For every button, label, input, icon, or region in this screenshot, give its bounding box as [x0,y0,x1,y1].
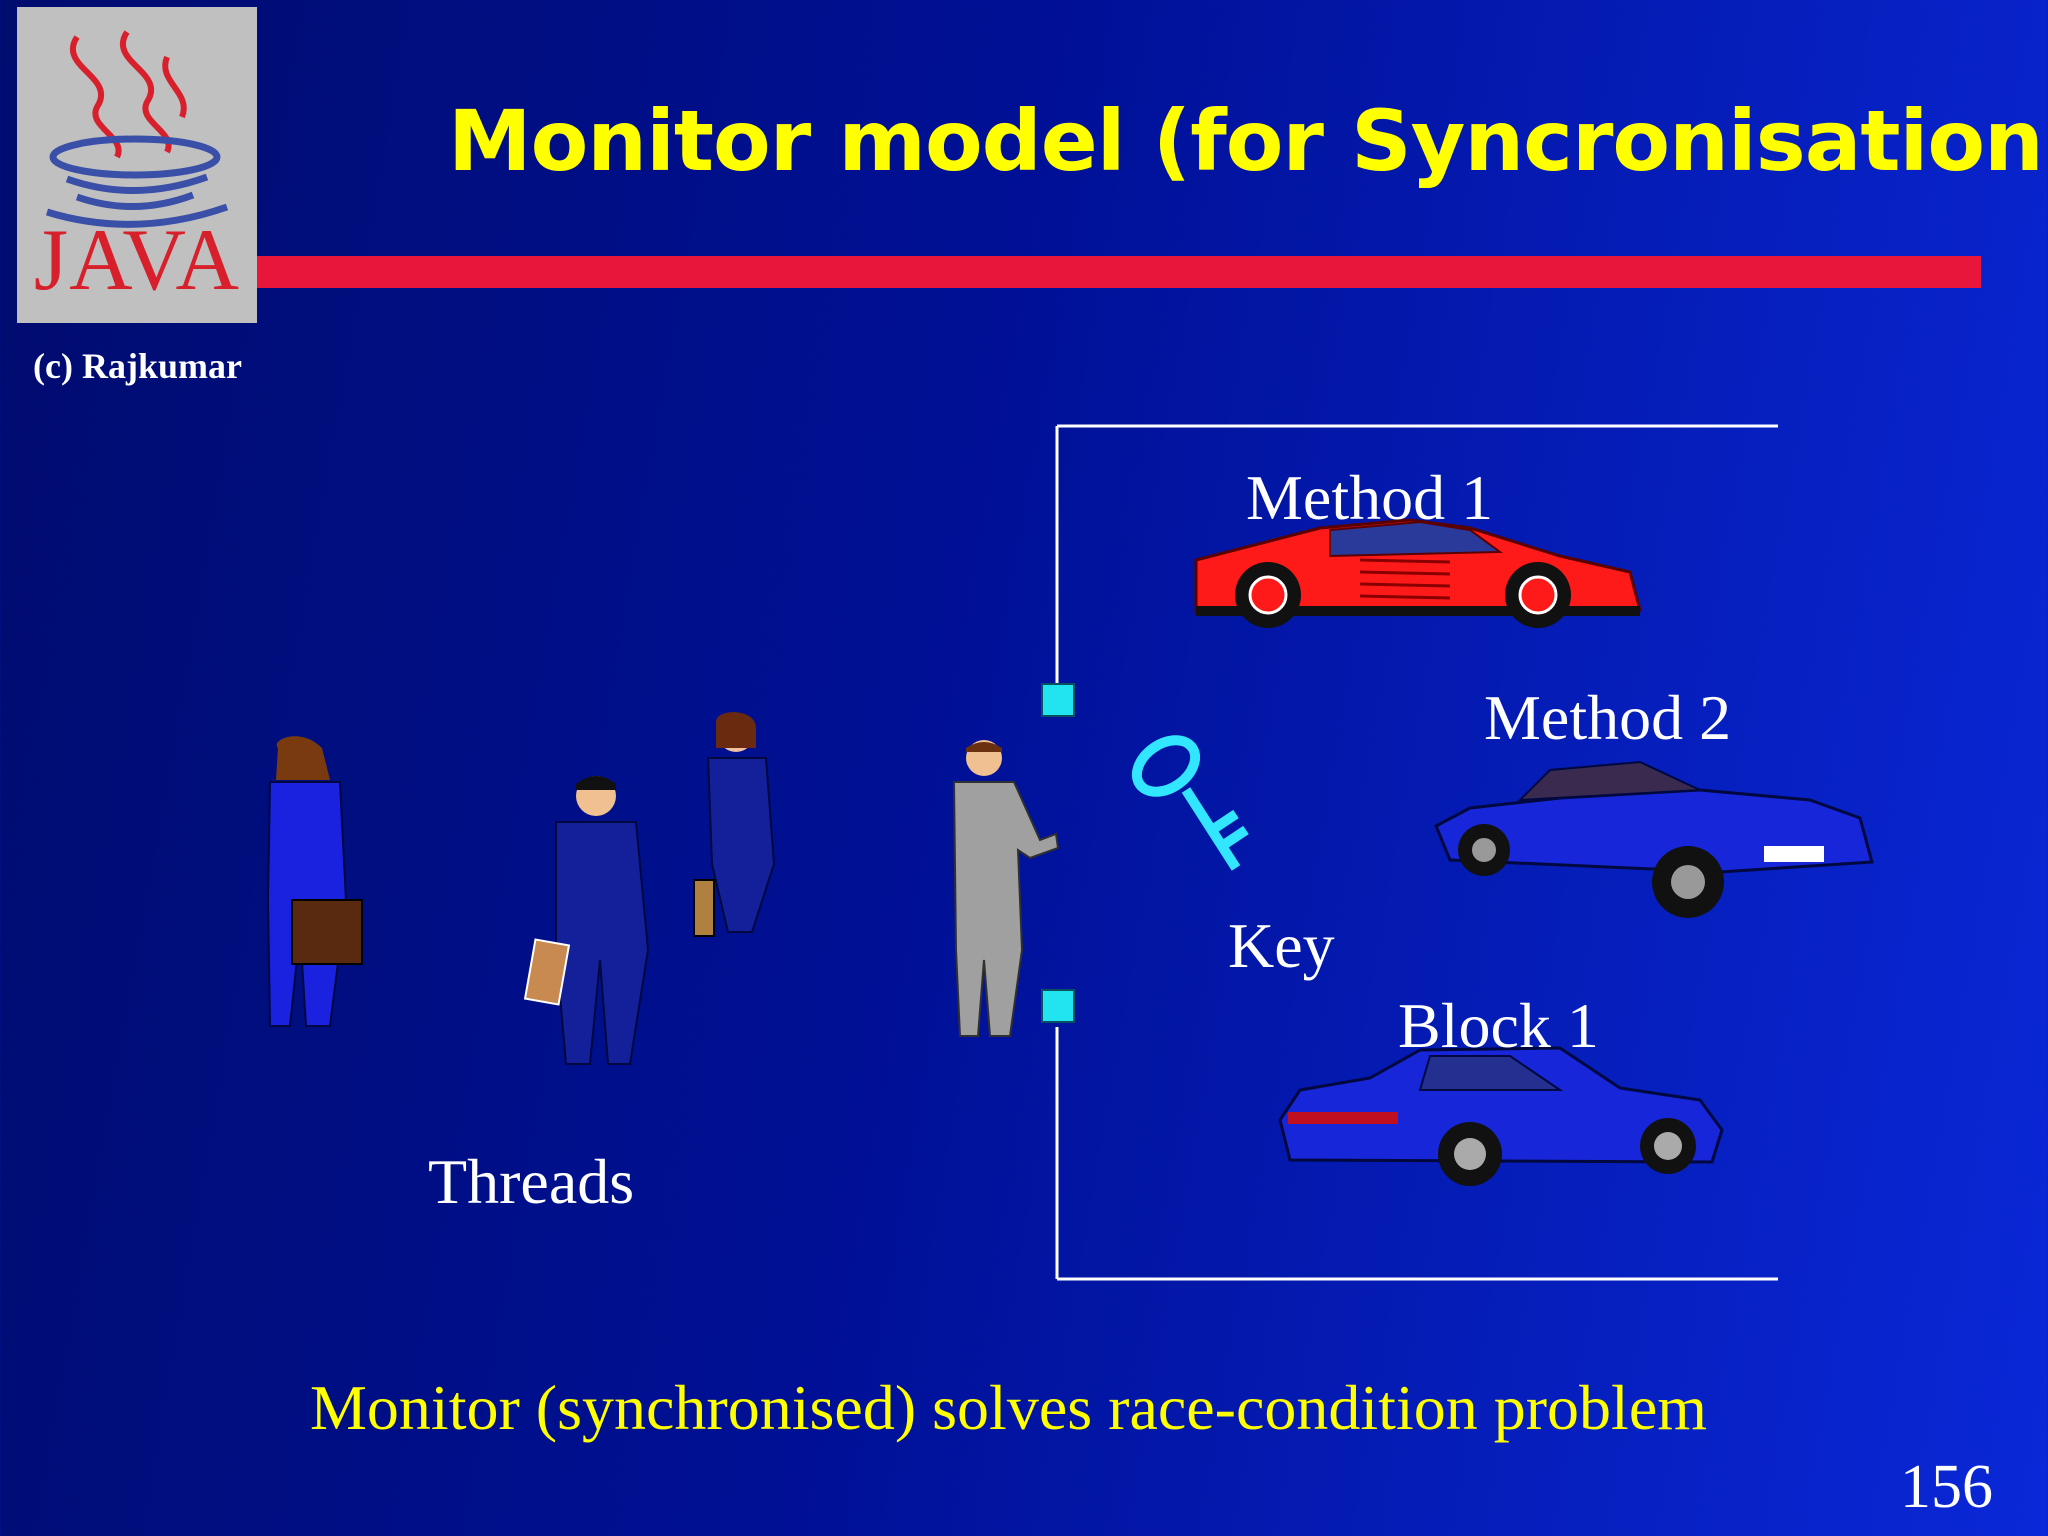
person-icon [952,740,1060,1037]
copyright: (c) Rajkumar [33,346,242,386]
label-method-2: Method 2 [1484,682,1732,753]
briefcase-icon [523,938,571,1006]
slide-title: Monitor model (for Syncronisation) [448,92,2048,190]
monitor-bracket [1055,424,1778,1281]
person-icon [693,712,776,937]
key-icon [1131,735,1249,871]
label-block-1: Block 1 [1398,990,1599,1061]
person-icon [523,776,650,1065]
briefcase-icon [291,899,363,965]
briefcase-icon [693,879,715,937]
label-key: Key [1228,910,1335,981]
label-threads: Threads [428,1146,635,1217]
title-rule [257,256,1981,288]
door-marker-top [1041,683,1075,717]
coupe-car-icon [1278,1046,1724,1186]
java-cup-icon [45,30,229,228]
page-number: 156 [1900,1453,1993,1521]
person-icon [266,736,363,1027]
java-logo: JAVA [17,7,257,323]
sports-car-icon [1194,518,1642,628]
slide-caption: Monitor (synchronised) solves race-condi… [310,1372,1707,1443]
label-method-1: Method 1 [1246,462,1494,533]
door-marker-bottom [1041,989,1075,1023]
convertible-car-icon [1434,760,1874,918]
java-logo-text: JAVA [33,212,241,309]
